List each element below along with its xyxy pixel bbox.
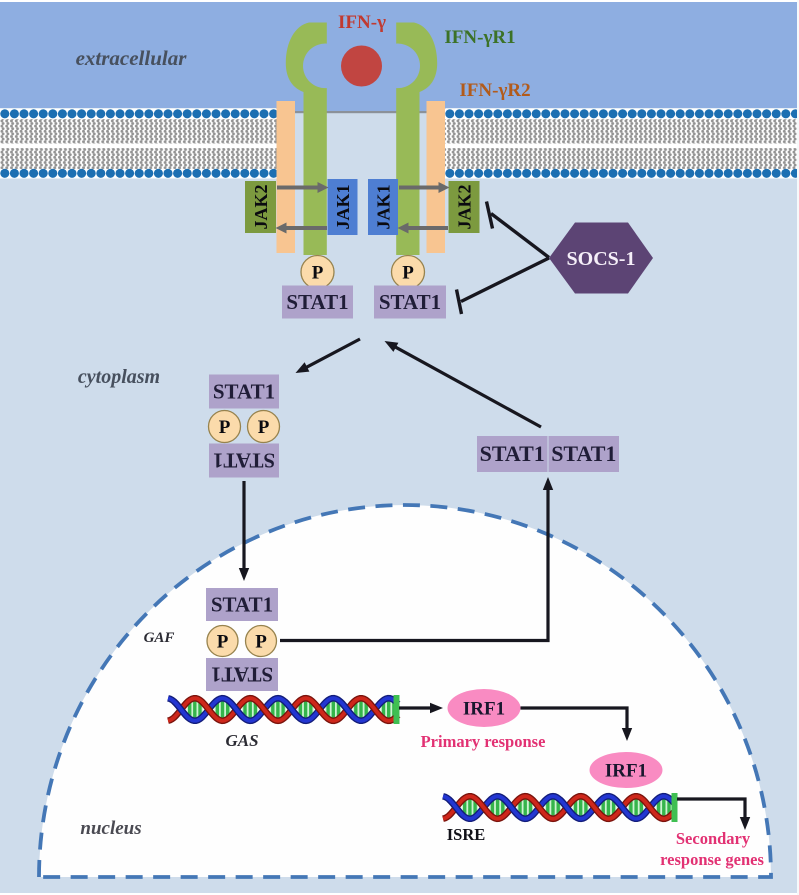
svg-text:STAT1: STAT1 [379,290,441,314]
svg-text:STAT1: STAT1 [213,449,275,473]
svg-text:JAK1: JAK1 [333,185,353,230]
svg-text:IRF1: IRF1 [463,699,505,720]
svg-text:STAT1: STAT1 [211,663,273,687]
svg-text:IRF1: IRF1 [605,761,647,782]
svg-text:Primary response: Primary response [421,732,546,751]
svg-text:Secondary: Secondary [676,829,751,848]
svg-text:SOCS-1: SOCS-1 [567,248,636,270]
svg-text:cytoplasm: cytoplasm [78,366,160,388]
svg-text:P: P [258,417,270,438]
svg-text:STAT1: STAT1 [213,380,275,404]
svg-text:JAK2: JAK2 [455,185,475,230]
svg-text:IFN-γR2: IFN-γR2 [459,80,530,101]
svg-text:STAT1: STAT1 [480,441,545,466]
svg-text:extracellular: extracellular [76,46,188,70]
svg-text:nucleus: nucleus [80,818,141,839]
svg-text:GAS: GAS [225,731,258,750]
svg-text:JAK2: JAK2 [251,185,271,230]
svg-text:P: P [255,632,267,653]
svg-text:STAT1: STAT1 [286,290,348,314]
svg-text:IFN-γR1: IFN-γR1 [444,27,515,48]
svg-text:STAT1: STAT1 [211,593,273,617]
svg-text:GAF: GAF [144,630,175,646]
svg-text:response genes: response genes [660,850,764,869]
svg-text:ISRE: ISRE [447,825,486,844]
svg-text:JAK1: JAK1 [374,185,394,230]
svg-text:P: P [312,263,324,284]
svg-text:P: P [217,632,229,653]
svg-text:P: P [402,263,414,284]
svg-text:P: P [219,417,231,438]
svg-text:STAT1: STAT1 [551,441,616,466]
svg-text:IFN-γ: IFN-γ [338,12,386,33]
